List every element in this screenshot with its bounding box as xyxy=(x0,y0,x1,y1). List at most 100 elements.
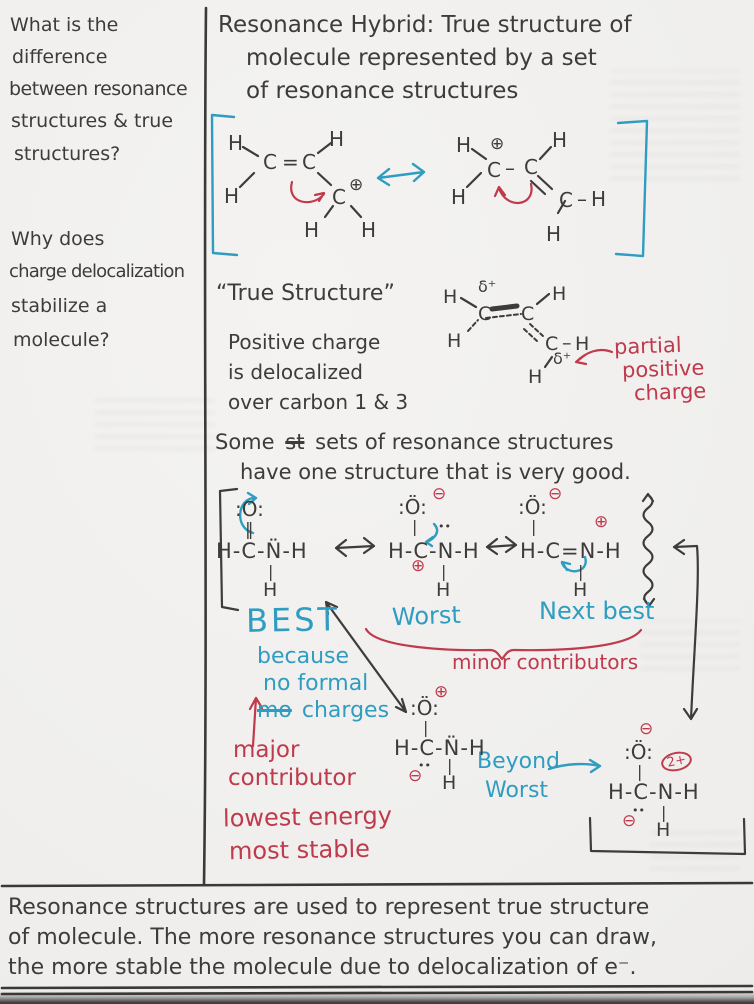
body-text: have one structure that is very good. xyxy=(240,460,631,484)
up-arrow xyxy=(248,696,264,748)
atom-h: H xyxy=(304,218,320,242)
blue-bracket-right xyxy=(614,119,649,258)
page-title: of resonance structures xyxy=(246,78,519,104)
atom-c: C xyxy=(263,150,277,174)
beyond-worst-arrow xyxy=(547,758,602,774)
diagonal-arrow xyxy=(324,600,408,714)
atom-o-lone-pairs: :Ö: xyxy=(410,696,439,720)
blue-ink xyxy=(210,113,649,774)
atom-o-lone-pairs: :Ö: xyxy=(518,495,547,519)
formula-row: H-C-N̈-H xyxy=(216,539,308,563)
atom-h: H xyxy=(528,366,543,388)
plus-charge-icon: ⊕ xyxy=(349,175,364,195)
partial-bond-dashed xyxy=(529,323,544,337)
black-ink xyxy=(218,141,747,856)
label-worst: Worst xyxy=(391,600,462,632)
atom-h: H xyxy=(447,330,462,352)
partial-charge-note: charge xyxy=(633,378,707,406)
atom-o-lone-pairs: :O: xyxy=(235,497,264,521)
atom-h: H xyxy=(228,131,244,155)
cue-question-1: between resonance xyxy=(9,78,188,100)
label-next-best: Next best xyxy=(539,597,655,625)
bond-vertical: | xyxy=(423,718,429,737)
double-bond: = xyxy=(282,150,299,174)
formula-row: H-C-N-H xyxy=(388,539,480,563)
resonance-arrow xyxy=(485,535,518,556)
page-title: Resonance Hybrid: True structure of xyxy=(218,12,632,38)
lone-pair-dots: •• xyxy=(632,804,645,817)
curved-electron-arrow xyxy=(560,555,587,573)
atom-h: H xyxy=(361,218,377,242)
partial-bond-dashed xyxy=(485,313,522,319)
summary-text: the more stable the molecule due to delo… xyxy=(8,955,637,980)
atom-h: H xyxy=(546,222,562,246)
atom-h: H xyxy=(575,333,590,355)
partial-double-bond xyxy=(489,303,520,312)
formula-row: H-C=N-H xyxy=(520,539,622,563)
bleed-through xyxy=(640,620,740,670)
summary-text: Resonance structures are used to represe… xyxy=(8,895,650,920)
label-beyond-worst: Beyond xyxy=(477,749,561,774)
bond xyxy=(238,171,256,189)
bond-vertical: | xyxy=(412,517,418,536)
minus-charge-icon: ⊖ xyxy=(639,719,654,739)
word: charges xyxy=(301,698,390,723)
atom-h: H xyxy=(591,187,607,211)
cue-question-2: stabilize a xyxy=(11,295,108,317)
bond xyxy=(538,145,553,161)
cue-question-1: difference xyxy=(12,46,108,68)
atom-h: H xyxy=(224,184,240,208)
blue-bracket-left xyxy=(210,113,239,257)
bond-vertical: | xyxy=(661,803,667,822)
bond xyxy=(316,171,333,187)
plus-charge-icon: ⊕ xyxy=(490,134,505,154)
left-bracket xyxy=(218,487,240,612)
delta-plus-charge: δ⁺ xyxy=(553,349,572,368)
curly-brace xyxy=(364,627,643,661)
bleed-through xyxy=(610,70,740,180)
minus-charge-icon: ⊖ xyxy=(408,766,423,786)
atom-h: H xyxy=(442,772,457,794)
bond xyxy=(536,174,554,191)
delta-plus-charge: δ⁺ xyxy=(478,277,497,296)
bond xyxy=(241,145,260,158)
atom-c: C xyxy=(332,185,346,209)
bond-vertical: | xyxy=(637,762,643,781)
minus-charge-icon: ⊖ xyxy=(432,484,447,504)
bond xyxy=(535,292,551,306)
true-structure-text: over carbon 1 & 3 xyxy=(228,390,409,414)
cue-question-2: molecule? xyxy=(13,329,110,351)
atom-o-lone-pairs: :Ö: xyxy=(624,740,653,764)
atom-h: H xyxy=(263,579,278,601)
bond-vertical: | xyxy=(578,562,584,581)
bond-vertical: | xyxy=(441,562,447,581)
word: Some xyxy=(215,430,275,454)
atom-h: H xyxy=(329,127,345,151)
curved-electron-arrow xyxy=(290,180,326,204)
struck-word: mo xyxy=(257,698,292,723)
cue-question-1: structures? xyxy=(14,143,121,165)
single-bond: – xyxy=(562,332,572,354)
bond xyxy=(556,199,567,215)
atom-c: C xyxy=(545,333,559,355)
plus-charge-icon: ⊕ xyxy=(434,682,449,702)
label-best: BEST xyxy=(245,600,341,640)
cue-question-1: What is the xyxy=(10,14,119,36)
label-major: contributor xyxy=(228,765,356,791)
label-minor-contributors: minor contributors xyxy=(452,650,639,674)
double-bond-vertical: ‖ xyxy=(245,520,254,540)
partial-bond-dashed xyxy=(523,328,538,342)
cue-question-2: charge delocalization xyxy=(9,261,185,282)
body-text: sets of resonance structures xyxy=(315,430,614,454)
true-structure-text: is delocalized xyxy=(228,360,363,384)
lone-pair-dots: •• xyxy=(438,520,451,533)
partial-charge-note: positive xyxy=(621,355,705,383)
blue-resonance-arrow xyxy=(376,162,426,187)
atom-c: C xyxy=(487,158,501,182)
bond xyxy=(459,296,478,309)
red-ink xyxy=(248,180,643,748)
scan-edge-shadow xyxy=(0,991,754,1004)
bond-vertical: | xyxy=(531,517,537,536)
